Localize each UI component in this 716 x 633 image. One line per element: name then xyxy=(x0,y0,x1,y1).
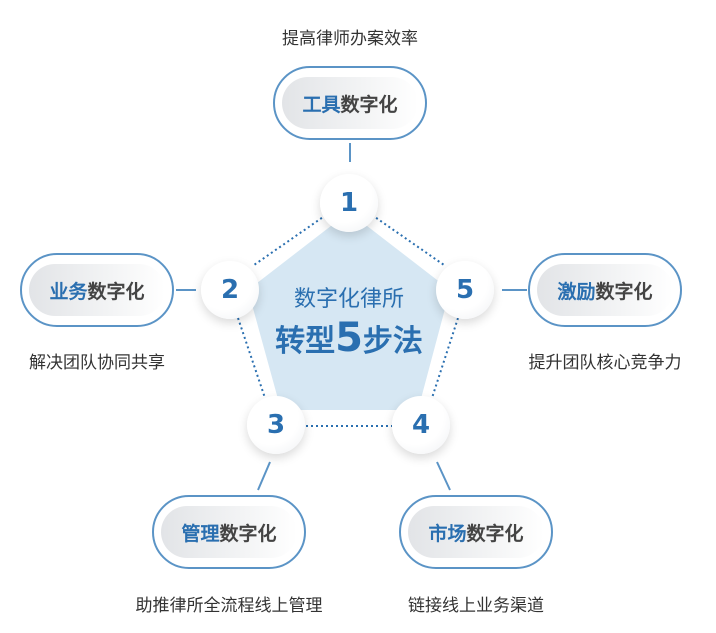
connector-4 xyxy=(436,461,451,491)
pill-suffix: 数字化 xyxy=(595,280,653,303)
step-number-4: 4 xyxy=(392,396,450,454)
pill-highlight: 激励 xyxy=(557,280,596,303)
dotted-edge-2-3 xyxy=(237,317,266,399)
connector-3 xyxy=(257,461,271,491)
step-number-2: 2 xyxy=(201,261,259,319)
center-title: 数字化律所 xyxy=(293,287,404,312)
pill-suffix: 数字化 xyxy=(219,522,277,545)
step-pill-business: 业务数字化 xyxy=(20,253,174,327)
subtitle-number: 5 xyxy=(335,315,363,361)
pentagon-fill xyxy=(248,212,450,410)
caption-2: 解决团队协同共享 xyxy=(29,353,165,373)
subtitle-part: 步法 xyxy=(362,324,423,359)
step-pill-market: 市场数字化 xyxy=(399,495,553,569)
pill-suffix: 数字化 xyxy=(466,522,524,545)
caption-3: 助推律所全流程线上管理 xyxy=(135,596,323,616)
subtitle-part: 转型 xyxy=(275,324,336,359)
center-subtitle: 转型5步法 xyxy=(249,315,449,361)
pill-highlight: 业务 xyxy=(49,280,88,303)
pill-highlight: 管理 xyxy=(181,522,220,545)
pill-highlight: 工具 xyxy=(302,93,341,116)
caption-1: 提高律师办案效率 xyxy=(282,29,418,49)
caption-4: 链接线上业务渠道 xyxy=(408,596,544,616)
pill-highlight: 市场 xyxy=(428,522,467,545)
pill-suffix: 数字化 xyxy=(340,93,398,116)
step-pill-management: 管理数字化 xyxy=(152,495,306,569)
step-number-1: 1 xyxy=(320,174,378,232)
step-number-5: 5 xyxy=(436,261,494,319)
step-pill-tools: 工具数字化 xyxy=(273,66,427,140)
step-pill-incentive: 激励数字化 xyxy=(528,253,682,327)
pill-suffix: 数字化 xyxy=(87,280,145,303)
dotted-edge-4-5 xyxy=(431,317,459,399)
step-number-3: 3 xyxy=(247,396,305,454)
caption-5: 提升团队核心竞争力 xyxy=(528,353,682,373)
